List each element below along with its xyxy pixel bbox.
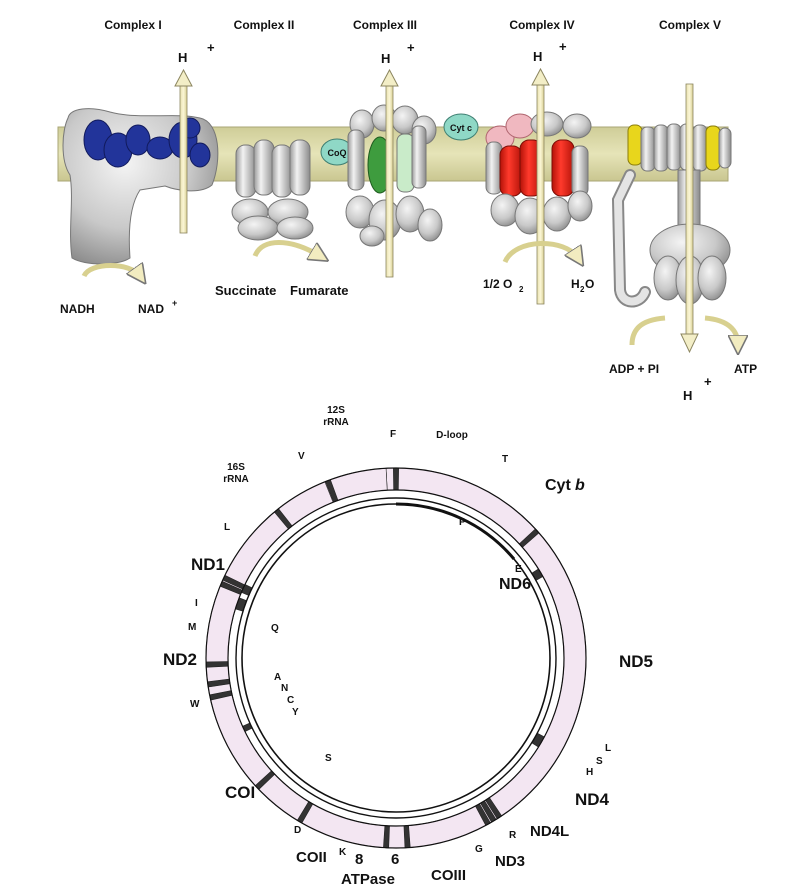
- nad-sup: +: [172, 298, 177, 308]
- dloop-segment: [395, 502, 516, 560]
- rrna12b-label: rRNA: [323, 417, 349, 428]
- complex-v: [611, 123, 732, 308]
- nd3-label: ND3: [495, 853, 525, 870]
- coi-label: COI: [225, 783, 255, 802]
- trna-d: D: [294, 825, 301, 836]
- trna-tick-outer-5: [205, 661, 229, 668]
- oxygen-arrow: [502, 241, 578, 262]
- trna-v: V: [298, 451, 305, 462]
- proton-arrow-iii: [380, 68, 399, 278]
- nd1-label: ND1: [191, 555, 225, 574]
- fumarate-label: Fumarate: [290, 283, 349, 298]
- trna-t: T: [502, 454, 508, 465]
- succinate-arrow: [252, 240, 320, 257]
- trna-f: F: [390, 429, 396, 440]
- proton-sup-i: +: [207, 40, 215, 55]
- nd4-label: ND4: [575, 790, 610, 809]
- nadh-arrow: [81, 266, 140, 277]
- complex-i: [62, 108, 219, 265]
- trna-c: C: [287, 695, 294, 706]
- proton-arrow-v: [680, 83, 699, 354]
- gene-labels: ND1 ND2 COI COII 8 6 ATPase COIII ND3 ND…: [163, 477, 653, 888]
- proton-sup-iii: +: [407, 40, 415, 55]
- complex-v-title: Complex V: [659, 18, 721, 32]
- outer-inner-ring: [227, 489, 565, 827]
- trna-h: H: [586, 767, 593, 778]
- trna-i: I: [195, 598, 198, 609]
- cytb-italic-label: b: [575, 477, 585, 494]
- trna-y: Y: [292, 707, 299, 718]
- inner-ring-outer: [235, 497, 557, 819]
- cytb-label: Cyt: [545, 477, 571, 494]
- trna-r: R: [509, 830, 517, 841]
- oxygen-sub: 2: [519, 285, 524, 294]
- proton-label-iv: H: [533, 49, 542, 64]
- coiii-label: COIII: [431, 867, 466, 884]
- coq-label: CoQ: [328, 148, 347, 158]
- water-label: H: [571, 277, 580, 291]
- trna-s2: S: [596, 756, 603, 767]
- proton-label-v: H: [683, 388, 692, 403]
- complex-iv-title: Complex IV: [509, 18, 574, 32]
- atp-label: ATP: [734, 362, 757, 376]
- complex-ii: [231, 139, 314, 241]
- rrna16b-label: rRNA: [223, 474, 249, 485]
- proton-arrow-i: [174, 68, 193, 234]
- trna-w: W: [190, 699, 200, 710]
- oxygen-label: 1/2 O: [483, 277, 512, 291]
- rrna16-label: 16S: [227, 462, 245, 473]
- trna-a: A: [274, 672, 281, 683]
- water-sub: 2: [580, 285, 585, 294]
- electron-transport-chain: Complex I Complex II Complex III Complex…: [57, 18, 757, 403]
- atpase-label: ATPase: [341, 871, 395, 888]
- proton-label-iii: H: [381, 51, 390, 66]
- trna-l: L: [224, 522, 230, 533]
- trna-e: E: [515, 564, 522, 575]
- cytc-carrier: [443, 113, 479, 141]
- succinate-label: Succinate: [215, 283, 276, 298]
- trna-n: N: [281, 683, 288, 694]
- complex-i-title: Complex I: [104, 18, 161, 32]
- complex-iii-title: Complex III: [353, 18, 417, 32]
- mtdna-map: [205, 467, 587, 849]
- atp-arrow: [704, 315, 738, 345]
- nad-label: NAD: [138, 302, 164, 316]
- proton-sup-iv: +: [559, 39, 567, 54]
- trna-m: M: [188, 622, 196, 633]
- nadh-label: NADH: [60, 302, 95, 316]
- adp-label: ADP + PI: [609, 362, 659, 376]
- nd6-label: ND6: [499, 576, 531, 593]
- proton-sup-v: +: [704, 374, 712, 389]
- adp-arrow: [629, 315, 666, 346]
- complex-ii-title: Complex II: [234, 18, 295, 32]
- water-tail: O: [585, 277, 594, 291]
- nd4l-label: ND4L: [530, 823, 569, 840]
- trna-p: P: [459, 517, 466, 528]
- trna-g: G: [475, 844, 483, 855]
- nd2-label: ND2: [163, 650, 197, 669]
- proton-label-i: H: [178, 50, 187, 65]
- trna-s: S: [325, 753, 332, 764]
- trna-l2: L: [605, 743, 611, 754]
- cytc-label: Cyt c: [450, 123, 472, 133]
- trna-tick-outer-0: [393, 467, 399, 491]
- coii-label: COII: [296, 849, 327, 866]
- trna-k: K: [339, 847, 347, 858]
- nd5-label: ND5: [619, 652, 653, 671]
- inner-ring-inner: [241, 503, 551, 813]
- small-labels: 12S rRNA 16S rRNA D-loop F V L I M W Q A…: [188, 405, 611, 858]
- atp8-label: 8: [355, 851, 363, 868]
- atp6-label: 6: [391, 851, 399, 868]
- dloop-label: D-loop: [436, 430, 468, 441]
- gene-12s-rrna-a: [205, 467, 587, 849]
- rrna12-label: 12S: [327, 405, 345, 416]
- outer-ring: [205, 467, 587, 849]
- proton-arrow-iv: [531, 67, 550, 305]
- trna-q: Q: [271, 623, 279, 634]
